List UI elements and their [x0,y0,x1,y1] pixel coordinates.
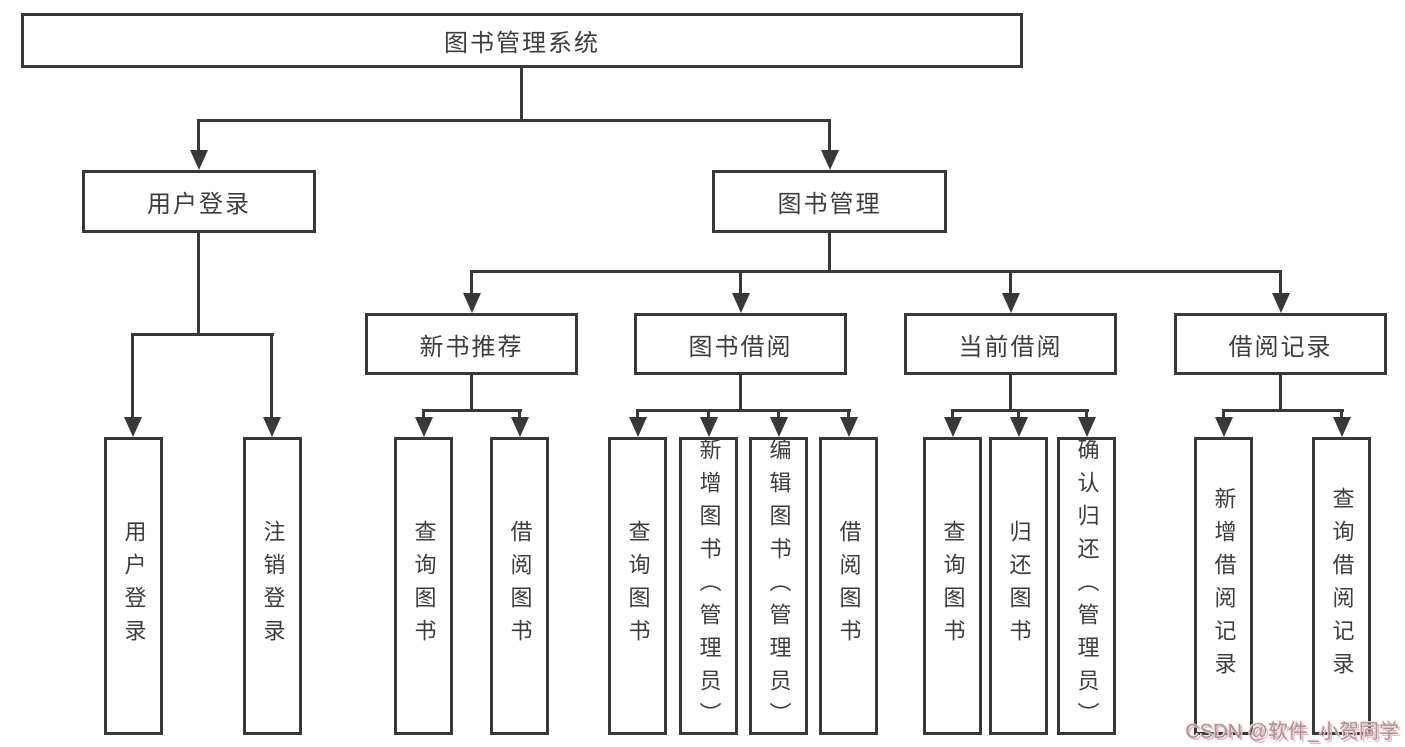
arrow-down-icon [770,417,788,437]
leaf-borrow-books-recommend: 借阅图书 [490,437,549,735]
connector-line [636,409,639,420]
connector-line [1222,409,1225,420]
leaf-add-books-admin: 新增图书（管理员） [679,437,738,735]
connector-line [951,409,954,420]
connector-line [520,66,523,122]
connector-line [707,409,710,420]
connector-line [470,373,473,411]
arrow-down-icon [263,417,281,437]
connector-line [518,409,521,420]
connector-line [197,119,831,122]
arrow-down-icon [190,150,208,170]
connector-line [1222,409,1344,412]
connector-line [847,409,850,420]
connector-line [739,270,742,295]
connector-line [1279,373,1282,411]
connector-line [422,409,522,412]
leaf-borrow-books: 借阅图书 [819,437,878,735]
connector-line [951,409,1089,412]
connector-line [1279,270,1282,295]
leaf-confirm-return-admin: 确认归还（管理员） [1057,437,1116,735]
arrow-down-icon [511,417,529,437]
connector-line [828,119,831,153]
leaf-query-books-borrow: 查询图书 [608,437,667,735]
connector-line [1340,409,1343,420]
arrow-down-icon [415,417,433,437]
arrow-down-icon [840,417,858,437]
arrow-down-icon [1333,417,1351,437]
arrow-down-icon [629,417,647,437]
node-root: 图书管理系统 [21,13,1023,68]
arrow-down-icon [1215,417,1233,437]
arrow-down-icon [821,150,839,170]
connector-line [197,119,200,153]
arrow-down-icon [1010,417,1028,437]
arrow-down-icon [700,417,718,437]
connector-line [636,409,851,412]
arrow-down-icon [1272,293,1290,313]
leaf-query-books-current: 查询图书 [923,437,982,735]
connector-line [131,333,134,419]
node-book-management: 图书管理 [712,170,947,233]
leaf-edit-books-admin: 编辑图书（管理员） [749,437,808,735]
node-book-borrow: 图书借阅 [634,313,847,375]
leaf-add-borrow-record: 新增借阅记录 [1194,437,1253,735]
leaf-return-books: 归还图书 [989,437,1048,735]
leaf-logout: 注销登录 [243,437,302,735]
node-user-login: 用户登录 [82,170,316,233]
arrow-down-icon [124,417,142,437]
arrow-down-icon [944,417,962,437]
connector-line [777,409,780,420]
arrow-down-icon [732,293,750,313]
node-borrow-records: 借阅记录 [1174,313,1387,375]
connector-line [1085,409,1088,420]
leaf-query-borrow-record: 查询借阅记录 [1312,437,1371,735]
arrow-down-icon [1078,417,1096,437]
connector-line [470,270,473,295]
connector-line [1009,270,1012,295]
connector-line [197,230,200,336]
leaf-user-login: 用户登录 [104,437,163,735]
connector-line [1009,373,1012,411]
connector-line [422,409,425,420]
arrow-down-icon [463,293,481,313]
node-new-book-recommend: 新书推荐 [365,313,578,375]
connector-line [470,270,1282,273]
node-current-borrow: 当前借阅 [904,313,1117,375]
watermark: CSDN @软件_小贺同学 [1185,721,1399,743]
connector-line [739,373,742,411]
arrow-down-icon [1002,293,1020,313]
connector-line [270,333,273,419]
connector-line [828,230,831,272]
leaf-query-books-recommend: 查询图书 [394,437,453,735]
connector-line [1017,409,1020,420]
connector-line [131,333,274,336]
